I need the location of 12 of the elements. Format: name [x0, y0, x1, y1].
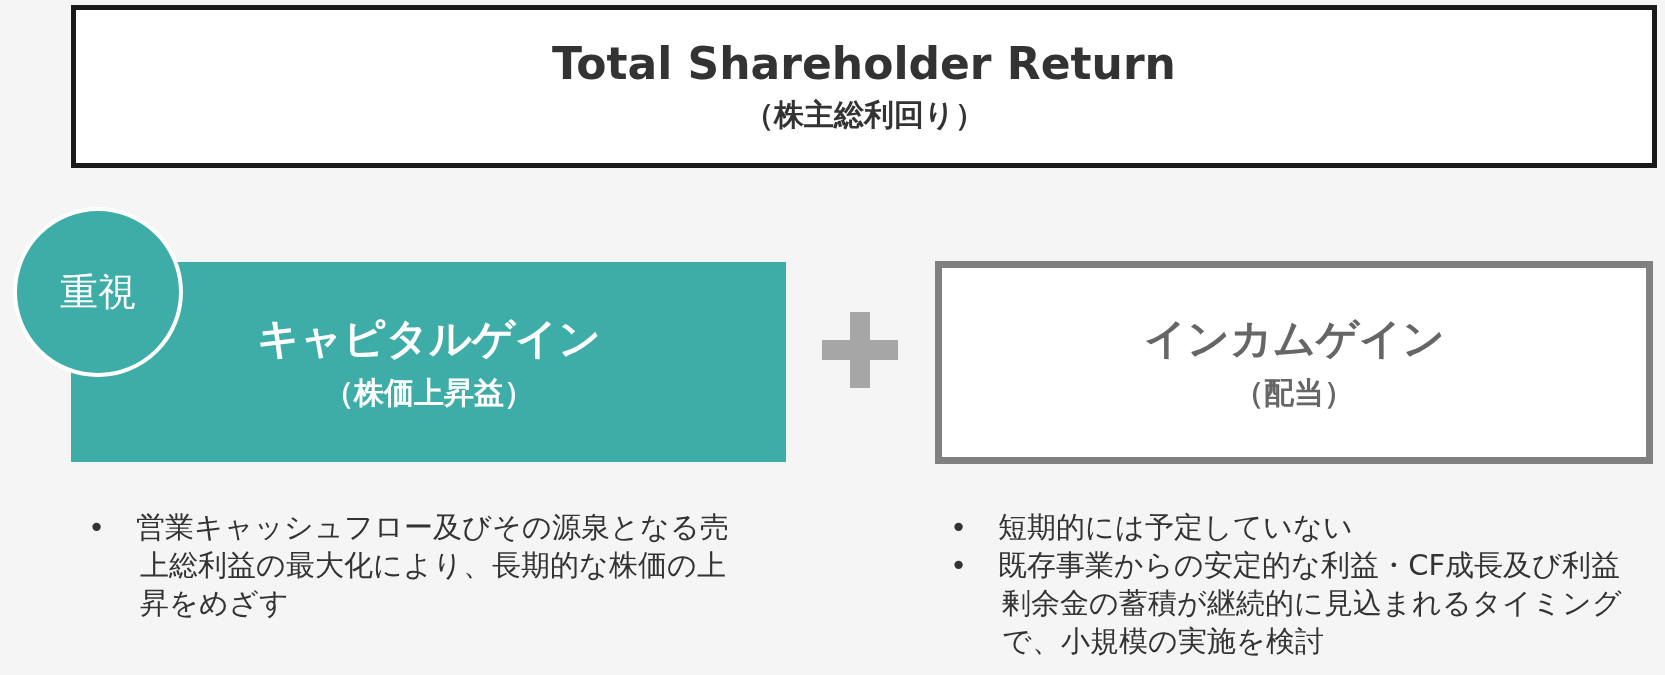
- subtitle-text: （配当）: [1234, 374, 1354, 412]
- income-gain-box: [935, 261, 1653, 464]
- heading-text: キャピタルゲイン: [256, 312, 601, 365]
- bullet-item: • 既存事業からの安定的な利益・CF成長及び利益剰余金の蓄積が継続的に見込まれるタイミングで、小規模の実施を検討: [950, 547, 1623, 660]
- heading-text: Total Shareholder Return: [552, 37, 1176, 89]
- heading-text: 重視: [60, 268, 136, 316]
- subtitle-text: （株価上昇益）: [323, 373, 534, 412]
- bullet-item: • 短期的には予定していない: [950, 509, 1355, 546]
- bullet-item: • 営業キャッシュフロー及びその源泉となる売上総利益の最大化により、長期的な株価の上昇をめざす: [88, 509, 731, 622]
- heading-text: インカムゲイン: [1143, 313, 1445, 365]
- title-box: [71, 5, 1657, 168]
- subtitle-text: （株主総利回り）: [743, 95, 985, 134]
